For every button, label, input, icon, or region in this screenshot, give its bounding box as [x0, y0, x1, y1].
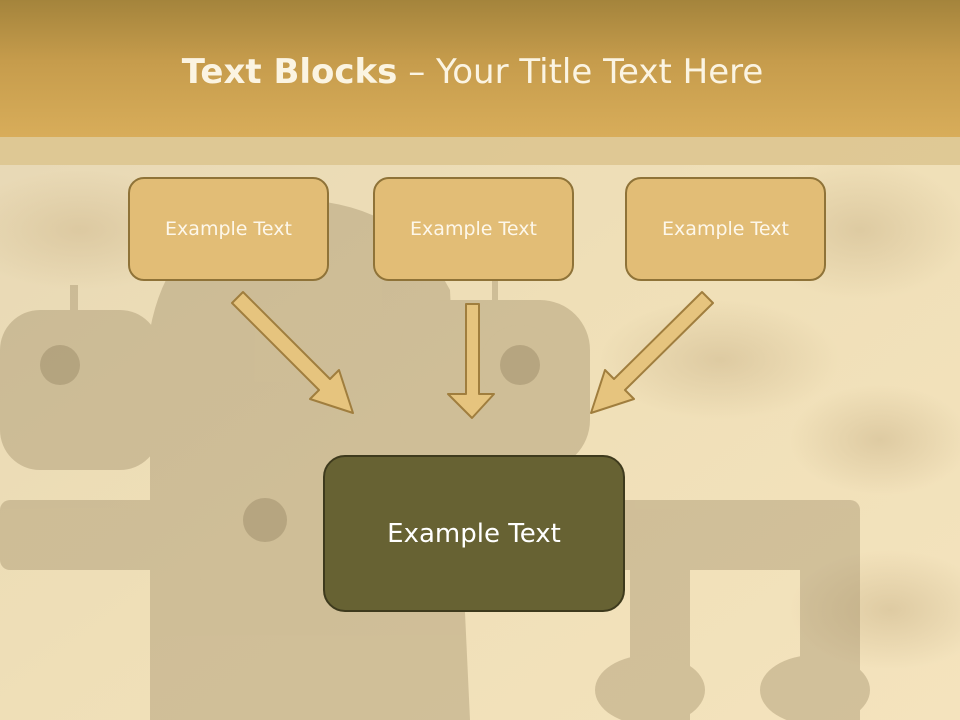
text-block-2[interactable]: Example Text [373, 177, 574, 281]
slide-title-bold: Text Blocks [181, 52, 398, 92]
title-bar-band [0, 137, 960, 165]
title-bar [0, 0, 960, 137]
text-block-1[interactable]: Example Text [128, 177, 329, 281]
text-block-2-label: Example Text [410, 218, 537, 240]
arrow-right[interactable] [590, 291, 714, 414]
slide-title-rest: – Your Title Text Here [397, 52, 764, 92]
center-text-block[interactable]: Example Text [323, 455, 625, 612]
text-block-3-label: Example Text [662, 218, 789, 240]
text-block-1-label: Example Text [165, 218, 292, 240]
text-block-3[interactable]: Example Text [625, 177, 826, 281]
center-text-block-label: Example Text [387, 518, 561, 549]
arrow-center[interactable] [447, 303, 495, 419]
slide-title[interactable]: Text Blocks – Your Title Text Here [0, 52, 945, 92]
arrow-left[interactable] [231, 291, 354, 414]
